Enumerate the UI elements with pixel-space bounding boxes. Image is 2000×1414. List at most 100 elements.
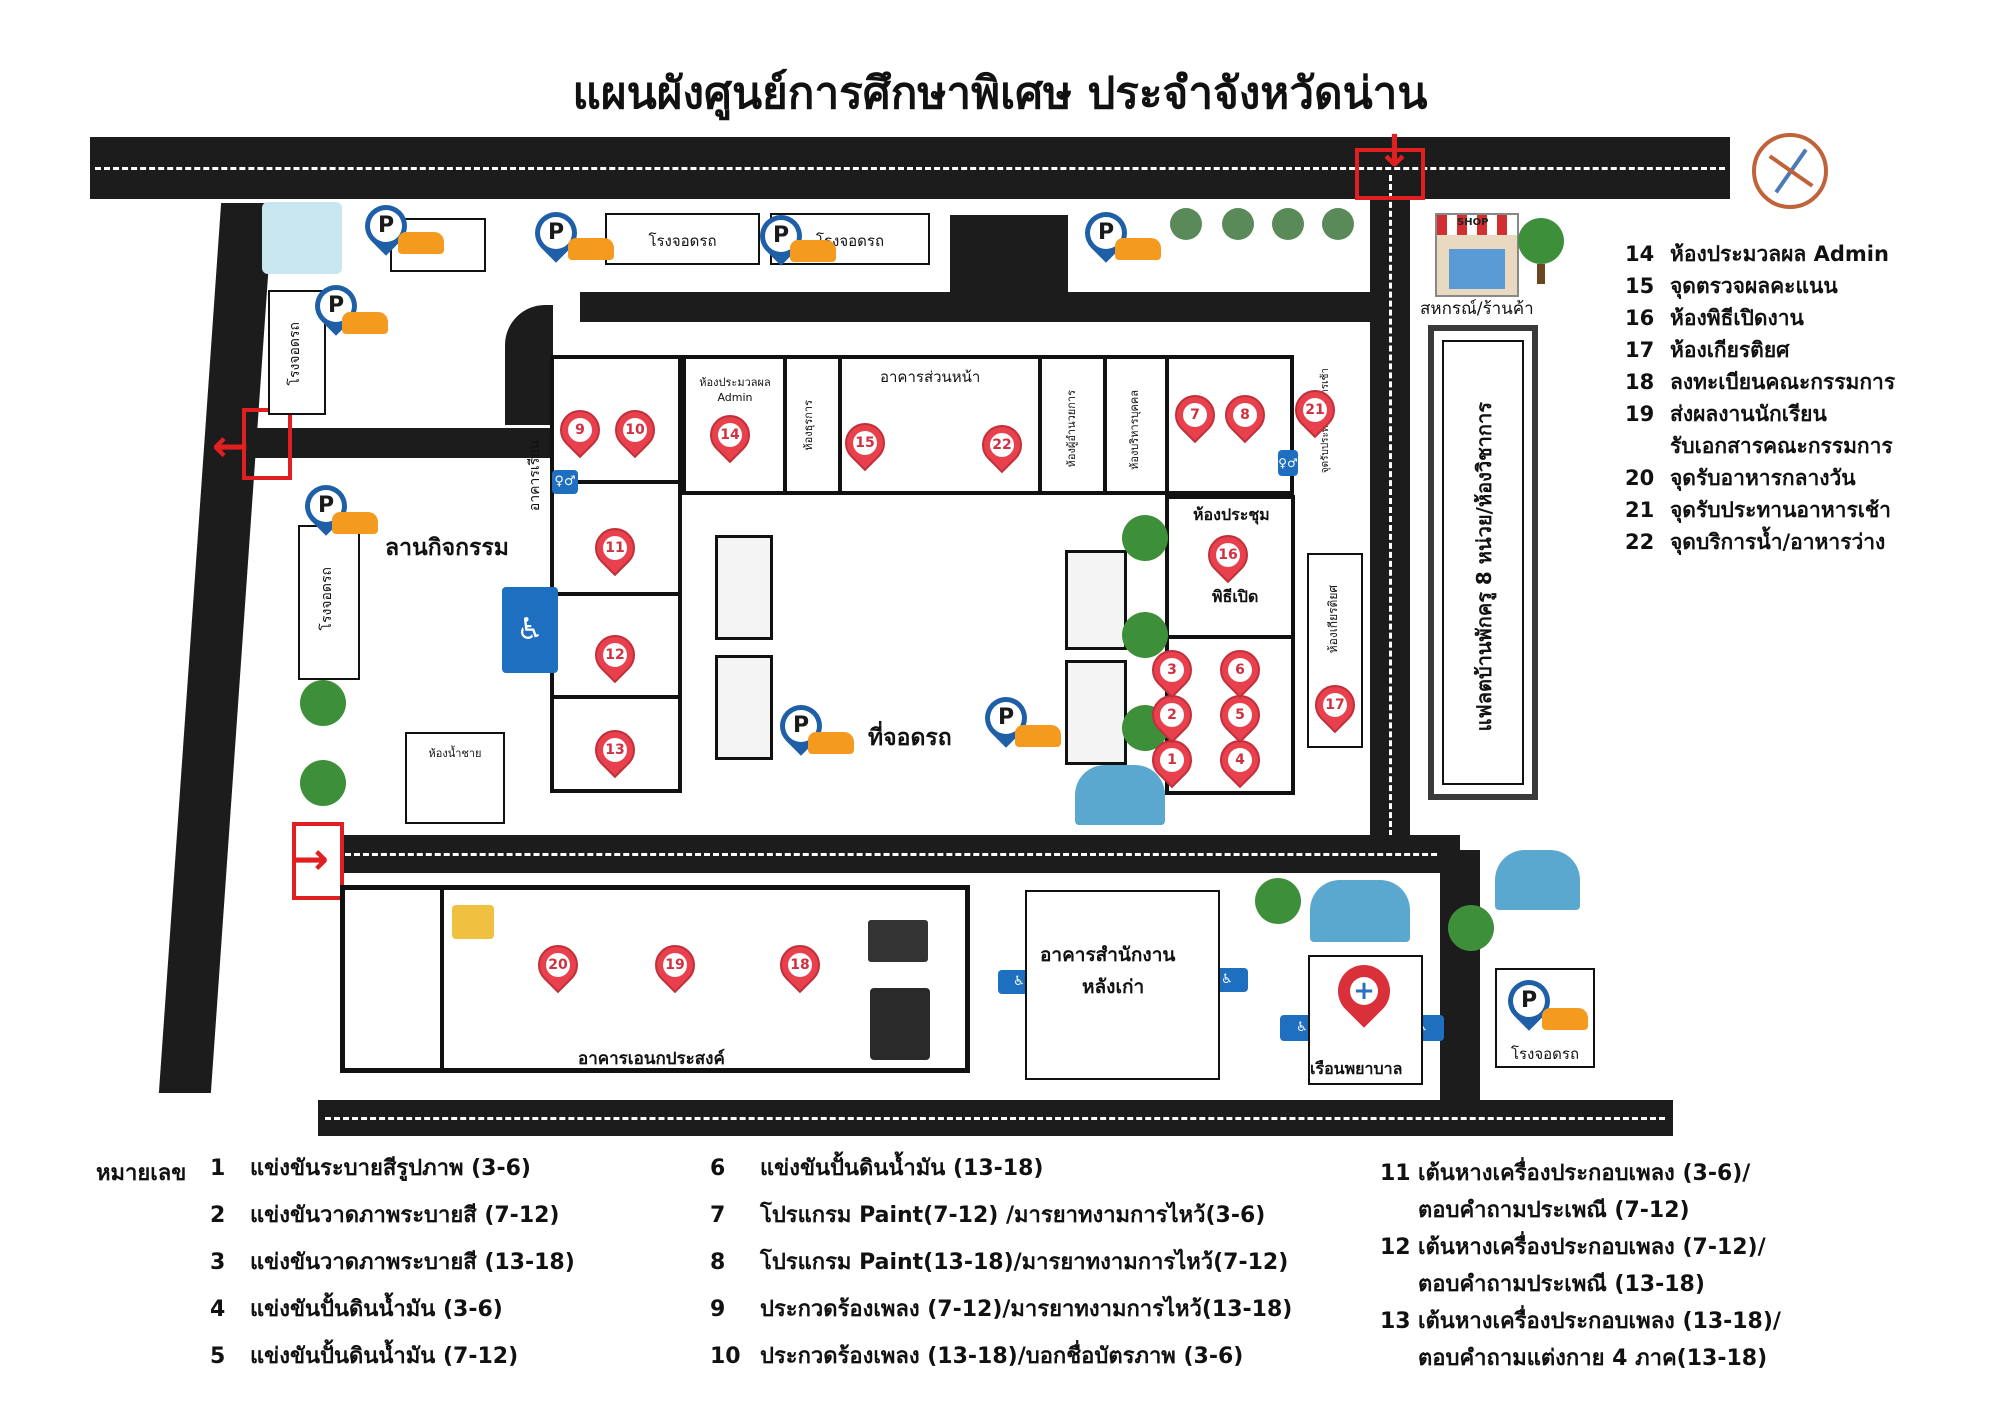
marker-number: 16	[1216, 543, 1240, 567]
waterfall-icon	[1075, 765, 1165, 825]
honor-room-label: ห้องเกียรติยศ	[1326, 585, 1340, 654]
multipurpose-label: อาคารเอนกประสงค์	[578, 1049, 725, 1069]
legend-number: 10	[710, 1344, 741, 1369]
legend-text: แข่งขันวาดภาพระบายสี (7-12)	[250, 1203, 560, 1228]
legend-number: 9	[710, 1297, 726, 1322]
legend-text: ลงทะเบียนคณะกรรมการ	[1670, 370, 1896, 394]
car-icon	[1542, 1008, 1588, 1030]
marker-number: 10	[623, 418, 647, 442]
parking-lot-left-2: โรงจอดรถ	[298, 525, 360, 680]
legend-text: ตอบคำถามประเพณี (13-18)	[1418, 1272, 1705, 1297]
parking-stall	[1065, 550, 1127, 650]
compass-icon	[1752, 133, 1828, 209]
playground-icon	[452, 905, 494, 939]
road-inner-top	[580, 292, 1370, 322]
legend-text: โปรแกรม Paint(13-18)/มารยาทงามการไหว้(7-…	[760, 1250, 1289, 1275]
legend-text: ส่งผลงานนักเรียน	[1670, 402, 1827, 426]
tree-icon	[300, 760, 346, 806]
marker-number: 20	[546, 953, 570, 977]
room-divider	[550, 480, 682, 484]
classroom-building-label: อาคารเรียน	[527, 440, 543, 512]
teacher-flats-label: แฟลตบ้านพักครู 8 หน่วย/ห้องวิชาการ	[1472, 402, 1496, 732]
entrance-arrow-down-icon: ↓	[1376, 126, 1413, 177]
parking-lot-label: โรงจอดรถ	[1510, 1045, 1580, 1063]
legend-text: ห้องพิธีเปิดงาน	[1670, 306, 1804, 330]
room-b-label: ห้องผู้อำนวยการ	[1065, 390, 1078, 468]
legend-number: 4	[210, 1297, 226, 1322]
marker-number: 11	[603, 536, 627, 560]
parking-area-label: ที่จอดรถ	[868, 725, 952, 751]
legend-number: 21	[1625, 498, 1655, 522]
old-office-building	[1025, 890, 1220, 1080]
marker-number: 12	[603, 643, 627, 667]
shop-sign: SHOP	[1457, 217, 1489, 228]
parking-stall	[715, 535, 773, 640]
legend-item: 15 จุดตรวจผลคะแนน	[1625, 270, 1838, 303]
restroom-icon: ♀♂	[552, 470, 578, 494]
tree-icon	[1170, 208, 1202, 240]
entrance-box-left-lower	[292, 822, 344, 900]
marker-number: 19	[663, 953, 687, 977]
car-icon	[332, 512, 378, 534]
restroom-icon: ♀♂	[1278, 450, 1298, 476]
road-left	[158, 203, 274, 1093]
tree-icon	[300, 680, 346, 726]
legend-number: 5	[210, 1344, 226, 1369]
legend-text: เต้นหางเครื่องประกอบเพลง (13-18)/	[1418, 1309, 1781, 1334]
legend-item: รับเอกสารคณะกรรมการ	[1625, 430, 1893, 463]
old-office-label-1: อาคารสำนักงาน	[1040, 944, 1176, 966]
teacher-flats-inner	[1442, 340, 1524, 785]
legend-text: ตอบคำถามประเพณี (7-12)	[1418, 1198, 1690, 1223]
marker-number: 18	[788, 953, 812, 977]
legend-number: 14	[1625, 242, 1655, 266]
marker-number: 21	[1303, 398, 1327, 422]
marker-number: 22	[990, 433, 1014, 457]
marker-number: 3	[1160, 658, 1184, 682]
legend-text: แข่งขันวาดภาพระบายสี (13-18)	[250, 1250, 575, 1275]
multipurpose-building	[340, 885, 970, 1073]
marker-number: 5	[1228, 703, 1252, 727]
legend-number: 22	[1625, 530, 1655, 554]
car-icon	[790, 240, 836, 262]
legend-item: ตอบคำถามประเพณี (13-18)	[1380, 1266, 1705, 1301]
tree-icon	[1322, 208, 1354, 240]
tree-icon	[1448, 905, 1494, 951]
legend-item: 22 จุดบริการน้ำ/อาหารว่าง	[1625, 526, 1885, 559]
room-a-label: ห้องธุรการ	[802, 400, 815, 451]
car-icon	[1115, 238, 1161, 260]
legend-text: จุดตรวจผลคะแนน	[1670, 274, 1838, 298]
room-divider	[550, 592, 682, 596]
room-divider	[838, 355, 842, 495]
tree-icon	[1122, 515, 1168, 561]
legend-text: โปรแกรม Paint(7-12) /มารยาทงามการไหว้(3-…	[760, 1203, 1266, 1228]
legend-text: เต้นหางเครื่องประกอบเพลง (7-12)/	[1418, 1235, 1766, 1260]
room-divider	[783, 355, 787, 495]
marker-number: 4	[1228, 748, 1252, 772]
parking-lot-bottom-right: โรงจอดรถ	[1495, 968, 1595, 1068]
legend-number: 15	[1625, 274, 1655, 298]
mens-toilet-label: ห้องน้ำชาย	[428, 747, 482, 760]
exit-arrow-left-icon: ←	[212, 421, 249, 472]
legend-text: ตอบคำถามแต่งกาย 4 ภาค(13-18)	[1418, 1346, 1768, 1371]
room-divider	[550, 695, 682, 699]
marker-number: 14	[718, 423, 742, 447]
map-title: แผนผังศูนย์การศึกษาพิเศษ ประจำจังหวัดน่า…	[572, 68, 1428, 119]
legend-text: แข่งขันปั้นดินน้ำมัน (13-18)	[760, 1156, 1044, 1181]
legend-text: จุดบริการน้ำ/อาหารว่าง	[1670, 530, 1886, 554]
marker-number: 17	[1323, 693, 1347, 717]
legend-item: ตอบคำถามแต่งกาย 4 ภาค(13-18)	[1380, 1340, 1767, 1375]
old-office-label-2: หลังเก่า	[1082, 976, 1145, 998]
legend-text: แข่งขันปั้นดินน้ำมัน (3-6)	[250, 1297, 503, 1322]
marker-number: 1	[1160, 748, 1184, 772]
legend-text: ห้องเกียรติยศ	[1670, 338, 1790, 362]
legend-number: 3	[210, 1250, 226, 1275]
